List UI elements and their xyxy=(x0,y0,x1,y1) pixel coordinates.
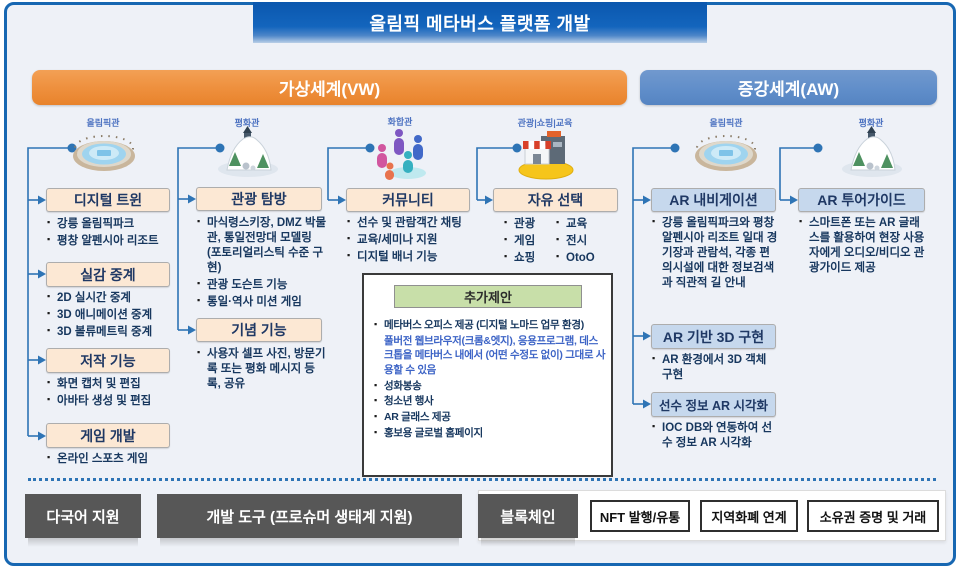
bullet-item: 강릉 올림픽파크와 평창 알펜시아 리조트 일대 경기장과 관람석, 각종 편의… xyxy=(652,216,780,291)
proposal-item: 성화봉송 xyxy=(374,379,606,394)
bullet-item: 사용자 셀프 사진, 방문기록 또는 평화 메시지 등록, 공유 xyxy=(197,347,327,392)
page-title: 올림픽 메타버스 플랫폼 개발 xyxy=(253,2,707,43)
section-header-virtual-world: 가상세계(VW) xyxy=(32,70,627,105)
dotted-separator xyxy=(28,478,936,481)
bullet-item: 쇼핑 xyxy=(504,251,556,266)
bullet-item: 게임 xyxy=(504,234,556,249)
box-athlete-ar-visualization: 선수 정보 AR 시각화 xyxy=(651,392,776,417)
bullet-item: OtoO xyxy=(556,251,610,266)
people-community-icon xyxy=(377,129,426,180)
bullet-item: 교육 xyxy=(556,217,610,232)
stadium-icon xyxy=(695,135,757,171)
box-ar-3d: AR 기반 3D 구현 xyxy=(651,324,776,349)
proposal-item: AR 글래스 제공 xyxy=(374,410,606,425)
bullet-item: 화면 캡처 및 편집 xyxy=(47,377,175,392)
bullet-item: 온라인 스포츠 게임 xyxy=(47,452,175,467)
proposal-item: 메타버스 오피스 제공 (디지털 노마드 업무 환경) xyxy=(374,318,606,333)
stadium-icon xyxy=(73,135,135,171)
bullet-item: 3D 볼류메트릭 중계 xyxy=(47,325,175,340)
bullet-item: 평창 알펜시아 리조트 xyxy=(47,234,175,249)
additional-proposal-box: 추가제안 메타버스 오피스 제공 (디지털 노마드 업무 환경) 풀버전 웹브라… xyxy=(362,273,613,477)
box-ar-tour-guide: AR 투어가이드 xyxy=(798,188,925,212)
box-ar-navigation: AR 내비게이션 xyxy=(651,188,776,212)
snow-village-icon xyxy=(218,126,278,177)
proposal-item: 청소년 행사 xyxy=(374,394,606,409)
box-community: 커뮤니티 xyxy=(346,188,470,212)
box-tour-exploration: 관광 탐방 xyxy=(196,187,322,211)
shop-icon xyxy=(518,131,574,180)
bullet-item: IOC DB와 연동하여 선수 정보 AR 시각화 xyxy=(652,421,780,451)
proposal-item: 홍보용 글로벌 홈페이지 xyxy=(374,426,606,441)
dev-tools-box: 개발 도구 (프로슈머 생태계 지원) xyxy=(157,494,462,547)
blockchain-box: 블록체인 xyxy=(478,494,578,547)
bullet-item: 마식령스키장, DMZ 박물관, 통일전망대 모델링 (포토리얼리스틱 수준 구… xyxy=(197,216,327,276)
pavilion-label-olympic-1: 올림픽관 xyxy=(86,118,120,128)
bullet-item: 관광 도슨트 기능 xyxy=(197,278,327,293)
bullet-item: 관광 xyxy=(504,217,556,232)
pavilion-label-peace-2: 평화관 xyxy=(858,118,884,128)
box-game-dev: 게임 개발 xyxy=(46,423,170,448)
pavilion-label-olympic-2: 올림픽관 xyxy=(709,118,743,128)
box-authoring: 저작 기능 xyxy=(46,348,170,373)
box-digital-twin: 디지털 트윈 xyxy=(46,188,170,212)
bullet-item: 2D 실시간 중계 xyxy=(47,291,175,306)
bullet-item: 아바타 생성 및 편집 xyxy=(47,394,175,409)
additional-proposal-title: 추가제안 xyxy=(394,285,582,308)
pavilion-label-harmony: 화합관 xyxy=(387,117,413,127)
pavilion-label-tour-shop-edu: 관광|쇼핑|교육 xyxy=(517,118,573,128)
bullet-item: 전시 xyxy=(556,234,610,249)
box-commemoration: 기념 기능 xyxy=(196,318,322,342)
bullet-item: 교육/세미나 지원 xyxy=(347,233,475,248)
local-currency-chip: 지역화폐 연계 xyxy=(700,500,798,532)
section-header-augmented-world: 증강세계(AW) xyxy=(640,70,937,105)
bullet-item: 선수 및 관람객간 채팅 xyxy=(347,216,475,231)
bullet-item: 3D 애니메이션 중계 xyxy=(47,308,175,323)
multilingual-support-box: 다국어 지원 xyxy=(25,494,141,547)
pavilion-label-peace-1: 평화관 xyxy=(234,118,260,128)
ownership-chip: 소유권 증명 및 거래 xyxy=(807,500,939,532)
bullet-item: 통일·역사 미션 게임 xyxy=(197,295,327,310)
bullet-item: 스마트폰 또는 AR 글래스를 활용하여 현장 사용자에게 오디오/비디오 관광… xyxy=(799,216,929,276)
nft-chip: NFT 발행/유통 xyxy=(590,500,690,532)
bullet-item: 디지털 배너 기능 xyxy=(347,250,475,265)
bullet-item: AR 환경에서 3D 객체 구현 xyxy=(652,353,780,383)
snow-village-icon xyxy=(842,126,902,177)
box-immersive-broadcast: 실감 중계 xyxy=(46,262,170,287)
proposal-item-note: 풀버전 웹브라우저(크롬&엣지), 응용프로그램, 데스크톱을 메타버스 내에서… xyxy=(384,334,606,377)
box-free-choice: 자유 선택 xyxy=(493,188,618,212)
bullet-item: 강릉 올림픽파크 xyxy=(47,217,175,232)
